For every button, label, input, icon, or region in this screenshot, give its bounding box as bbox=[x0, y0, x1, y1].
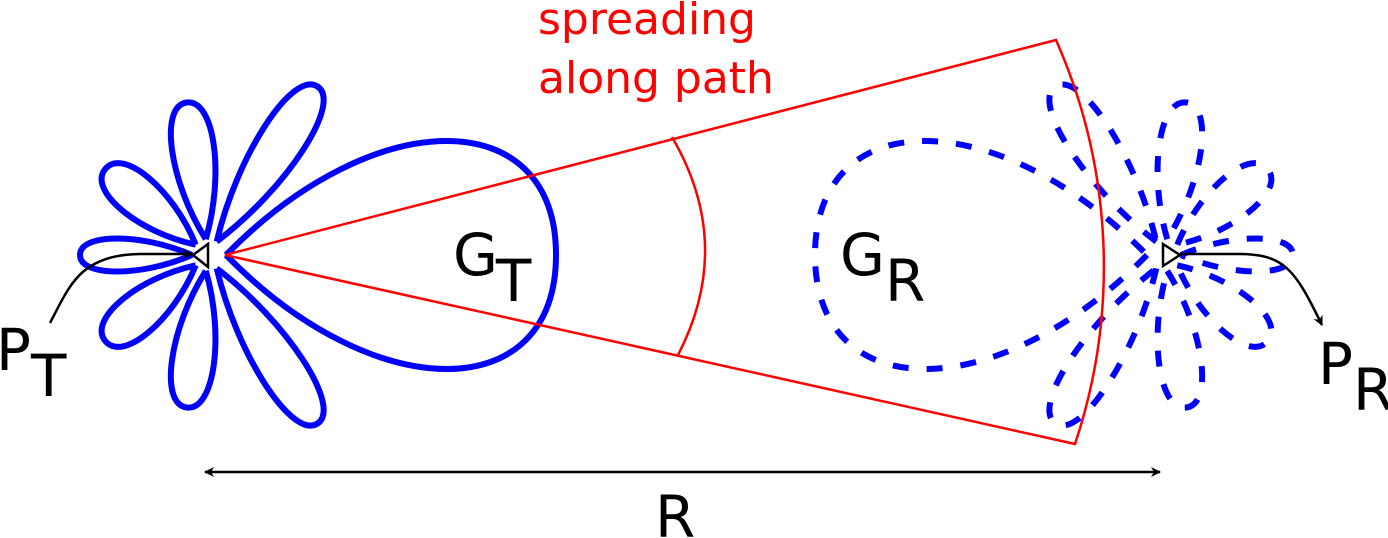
rx-side-lobe bbox=[1179, 235, 1297, 275]
tx-power-symbol: P bbox=[0, 316, 31, 384]
rx-side-lobe bbox=[1154, 99, 1206, 241]
rx-power-symbol: P bbox=[1318, 330, 1353, 398]
spreading-label-line1: spreading bbox=[538, 0, 756, 45]
tx-side-lobe bbox=[213, 81, 327, 244]
tx-gain-symbol: G bbox=[453, 221, 496, 289]
tx-side-lobe bbox=[213, 266, 327, 429]
rx-gain-symbol: G bbox=[840, 221, 885, 289]
tx-side-lobe bbox=[98, 262, 199, 350]
tx-gain-label: GT bbox=[453, 221, 532, 315]
receive-feed-arrow bbox=[1180, 252, 1324, 326]
rx-main-lobe bbox=[811, 138, 1150, 372]
rx-side-lobe bbox=[1154, 269, 1206, 411]
spreading-cone bbox=[224, 38, 1106, 446]
tx-main-lobe bbox=[223, 138, 560, 372]
rx-power-subscript: R bbox=[1353, 356, 1388, 424]
spreading-wavefront-arc bbox=[670, 136, 707, 356]
transmit-antenna-icon bbox=[190, 241, 210, 270]
tx-side-lobe bbox=[167, 99, 219, 241]
rx-power-label: PR bbox=[1318, 330, 1388, 424]
range-label: R bbox=[655, 483, 695, 538]
rx-gain-subscript: R bbox=[885, 247, 925, 315]
tx-power-label: PT bbox=[0, 316, 67, 410]
tx-power-subscript: T bbox=[30, 342, 67, 410]
rx-side-lobe bbox=[1046, 81, 1160, 244]
tx-side-lobe bbox=[167, 269, 219, 411]
rx-side-lobe bbox=[1174, 262, 1275, 350]
tx-side-lobe bbox=[76, 235, 194, 275]
transmit-feed-arrow bbox=[48, 249, 193, 324]
rx-gain-label: GR bbox=[840, 221, 925, 315]
spreading-label-line2: along path bbox=[538, 53, 774, 104]
rx-side-lobe bbox=[1174, 160, 1275, 248]
rx-side-lobe bbox=[1046, 266, 1160, 429]
tx-gain-subscript: T bbox=[495, 247, 532, 315]
tx-side-lobe bbox=[98, 160, 199, 248]
transmit-antenna-pattern bbox=[76, 81, 560, 429]
receive-antenna-icon bbox=[1161, 241, 1183, 269]
